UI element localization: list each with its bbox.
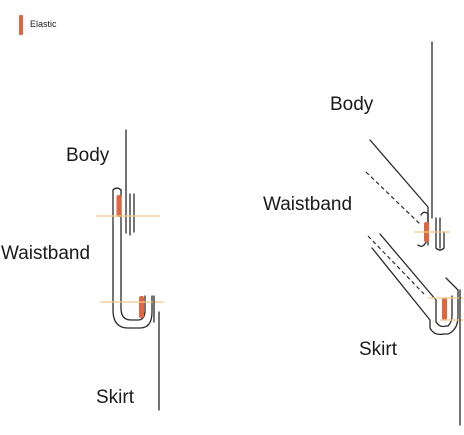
left-elastic-top [116,195,122,217]
legend-elastic-label: Elastic [30,19,57,29]
left-waistband-top-cap [112,187,122,191]
left-waistband-inner-fold [120,189,146,321]
left-elastic-bottom [139,296,144,318]
right-diagram: Body Waistband Skirt [263,41,463,426]
right-waistband-label: Waistband [263,194,352,215]
right-lower-diagonal-outer [371,247,459,336]
right-upper-diagonal-outer [369,139,429,248]
left-skirt-label: Skirt [96,387,135,408]
left-diagram: Body Waistband Skirt [1,129,164,411]
right-waistband-upper-right [435,217,445,251]
right-waistband-upper-fold [420,211,429,246]
right-body-label: Body [330,94,374,115]
right-lower-diagonal-dashed [367,235,425,295]
right-lower-diagonal-inner [379,233,453,328]
legend-elastic-swatch [19,15,23,35]
legend: Elastic [19,15,57,35]
left-waistband-label: Waistband [1,243,90,264]
left-waistband-outer-fold [112,189,153,329]
right-elastic-bottom [442,298,447,320]
right-upper-diagonal-dashed [365,171,422,226]
left-body-label: Body [66,145,110,166]
right-skirt-label: Skirt [359,339,398,360]
